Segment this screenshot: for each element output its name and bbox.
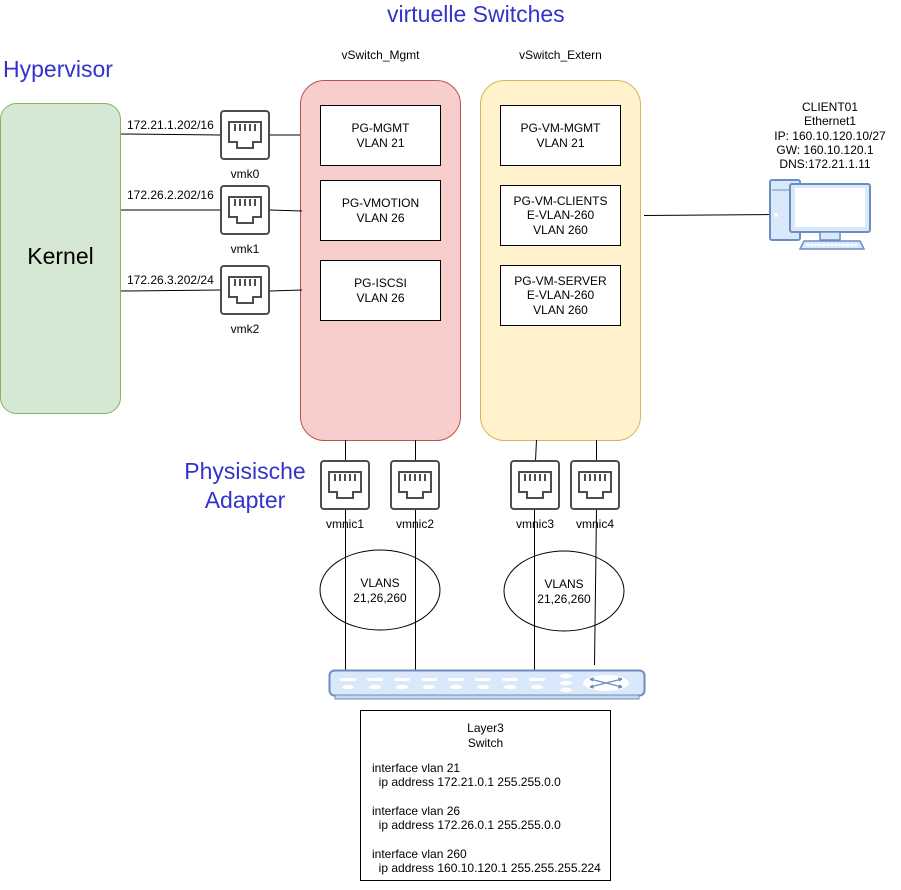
portgroup-vlan: VLAN 260 xyxy=(533,302,588,317)
ethernet-port-icon xyxy=(510,460,560,510)
portgroup-vlan: VLAN 26 xyxy=(356,210,405,225)
portgroup-name: PG-VM-MGMT xyxy=(520,121,601,135)
kernel-box xyxy=(0,103,121,414)
desktop-computer-icon xyxy=(769,179,871,250)
config-line: interface vlan 26 xyxy=(372,804,461,818)
vswitch-mgmt-name: vSwitch_Mgmt xyxy=(341,48,420,62)
vmnic4-label: vmnic4 xyxy=(575,517,614,531)
physical-adapter-title-line2: Adapter xyxy=(204,487,286,513)
link-vmnic4-switch xyxy=(594,509,597,666)
ethernet-port-icon xyxy=(570,460,620,510)
vmnic2-label: vmnic2 xyxy=(395,517,434,531)
portgroup-vlan: VLAN 21 xyxy=(536,135,585,150)
network-switch-icon xyxy=(328,669,646,700)
vlan-ellipse-left xyxy=(319,549,441,631)
link-vswitch-client xyxy=(643,214,773,216)
client-gateway: GW: 160.10.120.1 xyxy=(776,142,874,157)
portgroup-external-vlan: E-VLAN-260 xyxy=(526,208,595,223)
virtual-switches-title: virtuelle Switches xyxy=(387,1,565,27)
portgroup-pg-vm-clients: PG-VM-CLIENTS E-VLAN-260 VLAN 260 xyxy=(500,185,621,246)
vswitch-extern-name: vSwitch_Extern xyxy=(519,48,602,62)
portgroup-vlan: VLAN 260 xyxy=(533,222,588,237)
portgroup-name: PG-VM-SERVER xyxy=(514,273,607,288)
client-ip: IP: 160.10.120.10/27 xyxy=(774,128,886,143)
vmk2-label: vmk2 xyxy=(230,322,260,336)
vlan-ellipse-right-label: VLANS 21,26,260 xyxy=(514,577,614,607)
portgroup-name: PG-VM-CLIENTS xyxy=(513,193,608,208)
config-line: interface vlan 260 xyxy=(372,847,467,861)
ethernet-port-icon xyxy=(220,185,270,235)
vmk0-ip: 172.21.1.202/16 xyxy=(127,118,214,132)
link-kernel-vmk0 xyxy=(120,133,222,136)
portgroup-name: PG-VMOTION xyxy=(341,196,420,210)
ethernet-port-icon xyxy=(220,110,270,160)
link-kernel-vmk2 xyxy=(120,289,222,292)
hypervisor-title: Hypervisor xyxy=(3,56,113,82)
vmk0-label: vmk0 xyxy=(230,167,260,181)
vlan-ellipse-left-label: VLANS 21,26,260 xyxy=(330,576,430,606)
client-name: CLIENT01 xyxy=(801,100,859,114)
config-line: ip address 172.21.0.1 255.255.0.0 xyxy=(372,775,561,789)
link-vmk1-vswitch xyxy=(269,209,303,212)
client-dns: DNS:172.21.1.11 xyxy=(779,157,871,172)
layer3-switch-config: Layer3 Switch interface vlan 21 ip addre… xyxy=(360,710,611,881)
portgroup-pg-mgmt: PG-MGMT VLAN 21 xyxy=(320,105,441,166)
physical-adapter-title-line1: Physisische xyxy=(184,458,306,484)
vmk1-label: vmk1 xyxy=(230,242,260,256)
config-line: ip address 160.10.120.1 255.255.255.224 xyxy=(372,861,601,875)
vmnic1-label: vmnic1 xyxy=(325,517,364,531)
client-nic: Ethernet1 xyxy=(803,114,857,129)
link-vswitch-vmnic3 xyxy=(535,439,537,462)
portgroup-pg-iscsi: PG-ISCSI VLAN 26 xyxy=(320,260,441,321)
vlan-ellipse-title: VLANS xyxy=(544,577,584,591)
vlan-ellipse-ids: 21,26,260 xyxy=(353,591,407,605)
vmnic3-label: vmnic3 xyxy=(515,517,554,531)
portgroup-pg-vm-mgmt: PG-VM-MGMT VLAN 21 xyxy=(500,105,621,166)
switch-title-line2: Switch xyxy=(467,736,504,750)
vlan-ellipse-right xyxy=(503,550,625,632)
vmk1-ip: 172.26.2.202/16 xyxy=(127,188,214,202)
vlan-ellipse-ids: 21,26,260 xyxy=(537,592,591,606)
ethernet-port-icon xyxy=(220,265,270,315)
switch-title-line1: Layer3 xyxy=(467,721,504,735)
vswitch-extern-container xyxy=(480,80,641,441)
portgroup-name: PG-ISCSI xyxy=(354,276,407,290)
config-line: ip address 172.26.0.1 255.255.0.0 xyxy=(372,818,561,832)
physical-adapter-title: Physisische Adapter xyxy=(176,457,314,515)
portgroup-pg-vm-server: PG-VM-SERVER E-VLAN-260 VLAN 260 xyxy=(500,265,621,326)
kernel-label: Kernel xyxy=(27,243,94,269)
portgroup-vlan: VLAN 26 xyxy=(356,290,405,305)
portgroup-vlan: VLAN 21 xyxy=(356,135,405,150)
vmk2-ip: 172.26.3.202/24 xyxy=(127,273,214,287)
vlan-ellipse-title: VLANS xyxy=(360,576,400,590)
portgroup-pg-vmotion: PG-VMOTION VLAN 26 xyxy=(320,180,441,241)
ethernet-port-icon xyxy=(320,460,370,510)
portgroup-external-vlan: E-VLAN-260 xyxy=(526,288,595,303)
client-info: CLIENT01 Ethernet1 IP: 160.10.120.10/27 … xyxy=(770,100,890,171)
config-line: interface vlan 21 xyxy=(372,761,461,775)
ethernet-port-icon xyxy=(390,460,440,510)
portgroup-name: PG-MGMT xyxy=(351,121,410,135)
link-vmk2-vswitch xyxy=(269,289,303,292)
